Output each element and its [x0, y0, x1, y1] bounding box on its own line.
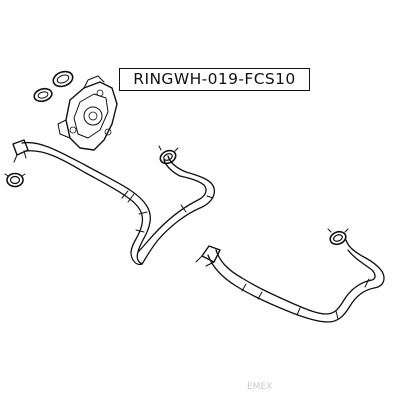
hose-end-fitting-right — [195, 245, 221, 267]
watermark: EMEX — [247, 382, 273, 392]
hose-end-fitting-left — [12, 139, 29, 163]
oil-hose-left — [21, 141, 151, 265]
hose-clamp-left — [4, 172, 26, 188]
part-number-label: RINGWH-019-FCS10 — [119, 68, 310, 91]
oil-hose-right — [207, 239, 385, 323]
oil-hose-center — [137, 155, 216, 265]
o-ring-lower — [33, 87, 53, 103]
hose-clamp-center — [158, 145, 179, 165]
hose-clamp-right — [327, 228, 349, 246]
o-ring-upper — [52, 70, 74, 88]
oil-cooler-housing — [57, 75, 118, 151]
